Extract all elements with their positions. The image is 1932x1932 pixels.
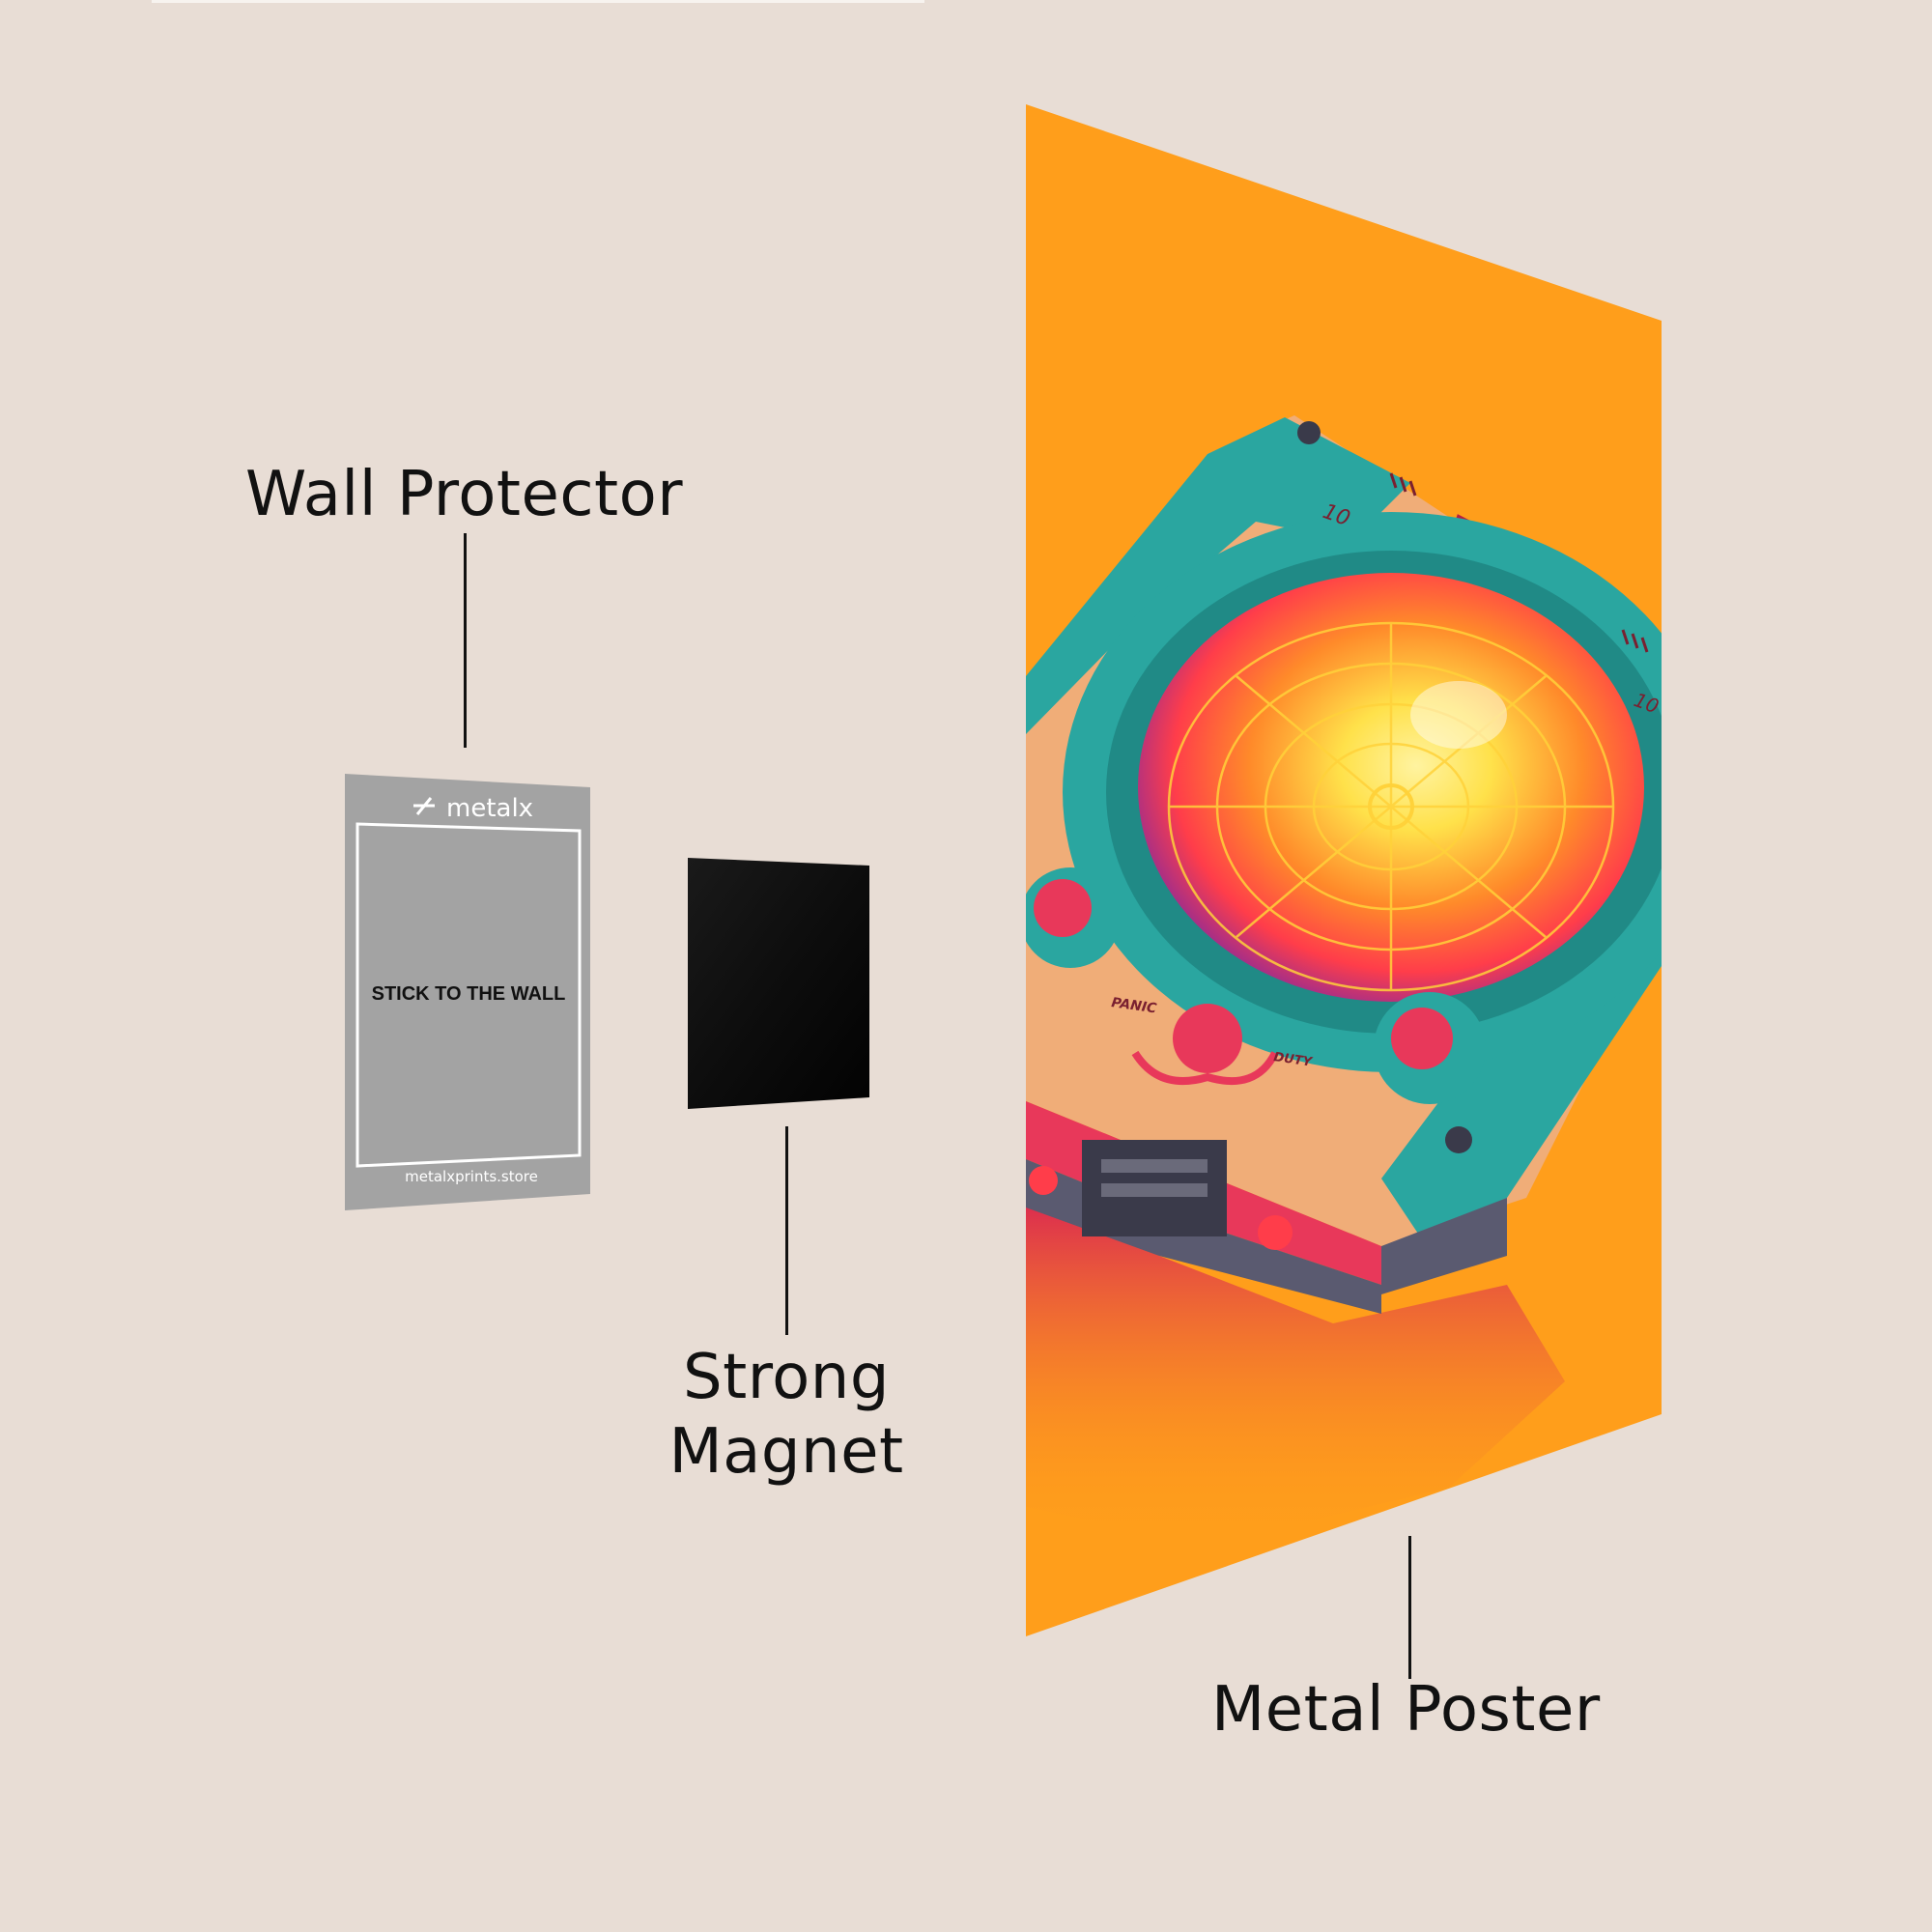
wall-protector-label: Wall Protector [245,459,684,530]
metal-poster: 10 10 PANIC DUTY [1026,104,1662,1636]
metal-poster-leader [1408,1536,1411,1679]
wall-protector-leader [464,533,467,748]
metalx-logo-icon [413,797,435,815]
radar-center [1368,783,1414,830]
protector-logo-text: metalx [446,794,533,823]
wall-protector-frame [355,822,582,1168]
protector-url: metalxprints.store [405,1168,538,1185]
protector-instruction: STICK TO THE WALL [372,983,566,1005]
wall-protector: metalx STICK TO THE WALL metalxprints.st… [345,774,590,1210]
device-screw-bottom [1445,1126,1472,1153]
marking-4: DUTY [1272,1050,1314,1070]
strong-magnet-leader [785,1126,788,1335]
poster-artwork: 10 10 PANIC DUTY [1026,415,1662,1546]
wall-protector-sheet [345,774,590,1210]
device-led-left [1029,1166,1058,1195]
device-screw-top [1297,421,1321,444]
marking-3: PANIC [1110,995,1157,1016]
lens-glare [1410,681,1507,749]
device-button-center [1173,1004,1242,1073]
tick-marks [1389,472,1649,653]
device-base [1026,1159,1507,1314]
top-strip [152,0,924,3]
device-led-right [1258,1215,1293,1250]
metal-poster-label: Metal Poster [1211,1674,1601,1746]
device-frame-top [1026,417,1410,734]
radar-grid [1167,621,1615,992]
strong-magnet-label: Strong Magnet [668,1342,904,1488]
strong-magnet [688,858,869,1109]
